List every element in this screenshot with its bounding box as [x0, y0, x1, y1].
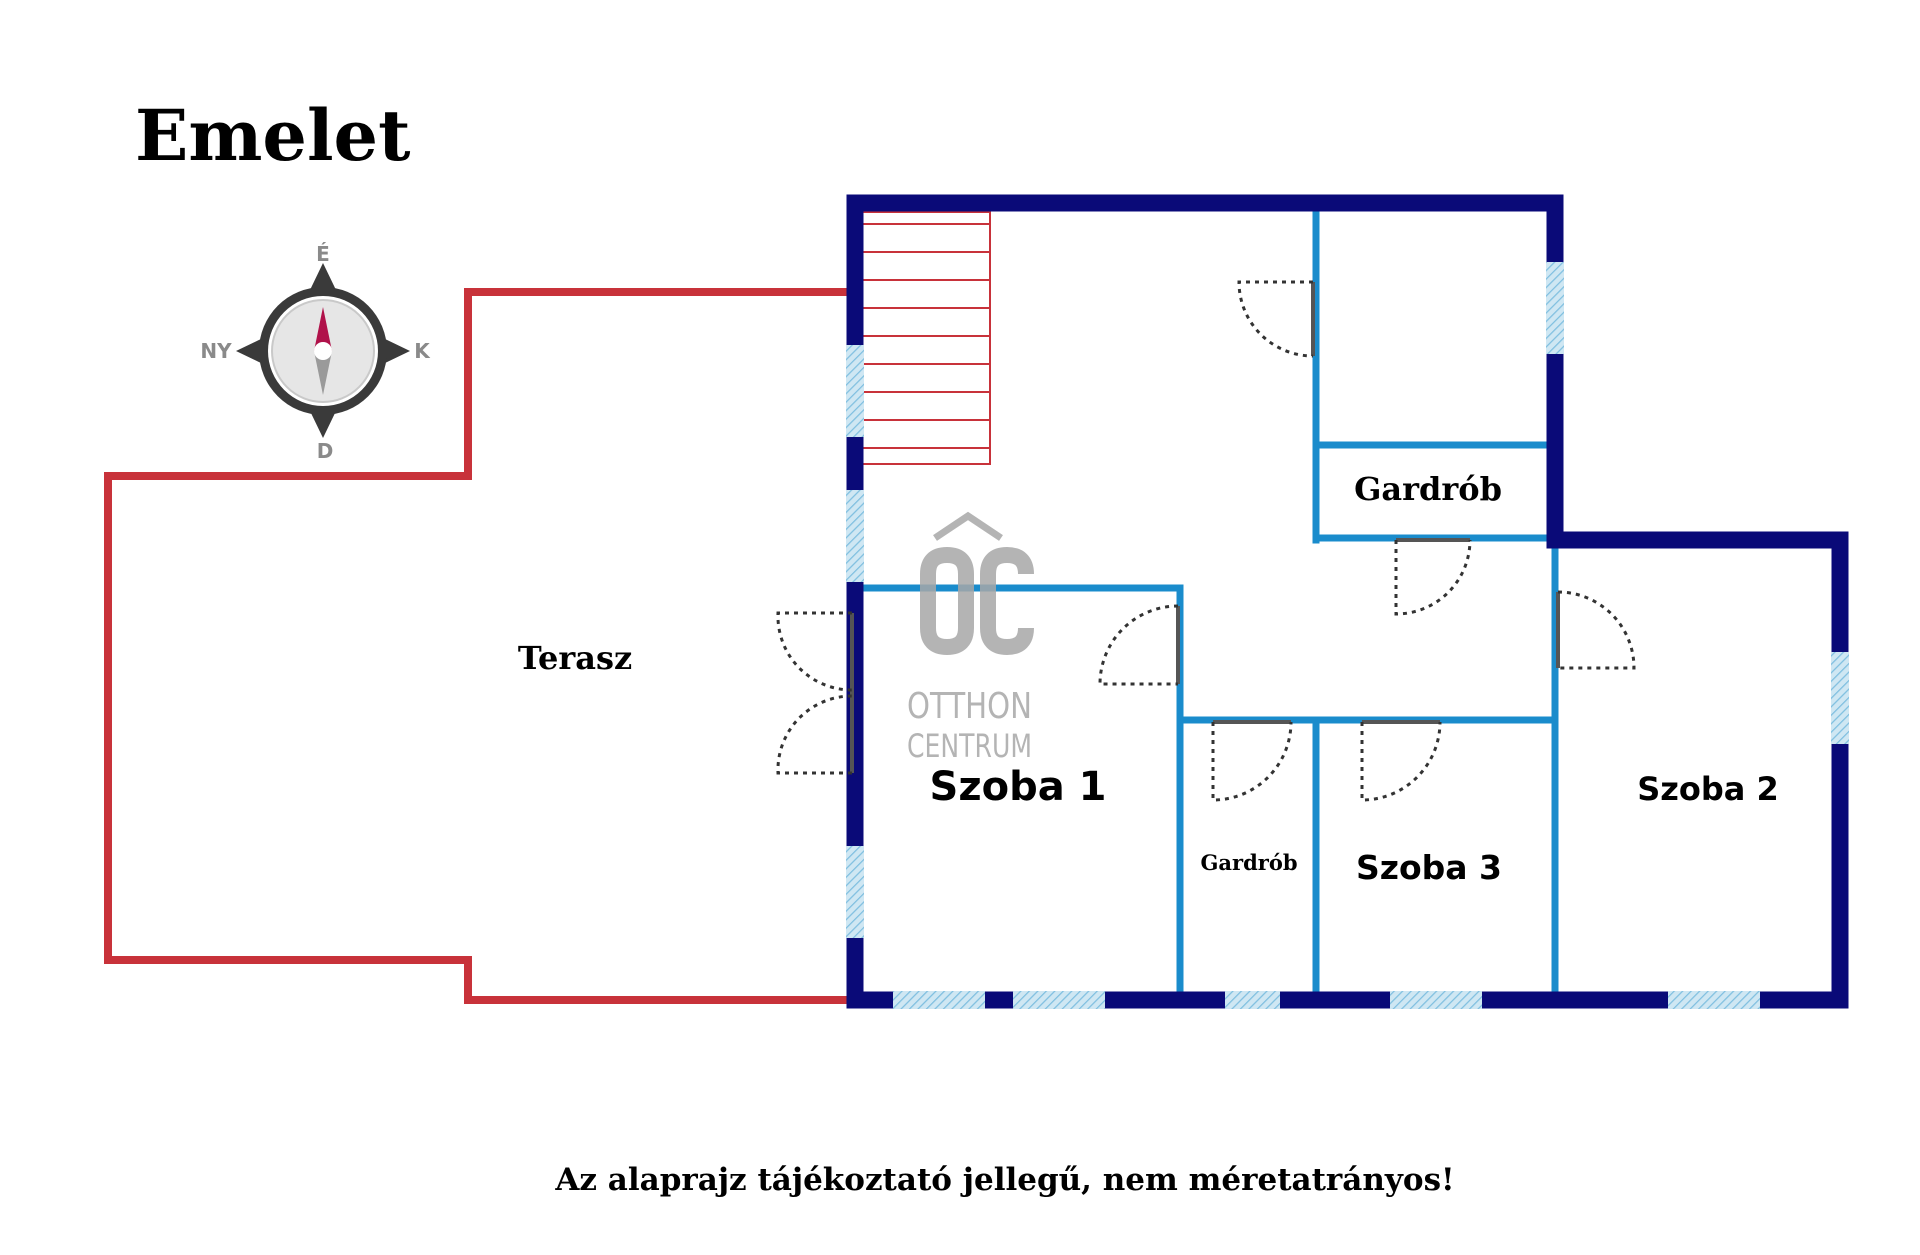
- disclaimer-text: Az alaprajz tájékoztató jellegű, nem mér…: [554, 1162, 1454, 1198]
- compass-label-east: K: [414, 339, 431, 363]
- compass-arrow-north: [310, 263, 336, 290]
- window: [1668, 991, 1760, 1009]
- door: [1098, 604, 1180, 686]
- room-label-room3: Szoba 3: [1356, 848, 1502, 887]
- logo-letters-icon: [920, 546, 1034, 656]
- window: [1390, 991, 1482, 1009]
- terrace-double-door: [776, 611, 854, 775]
- window: [1546, 262, 1564, 354]
- window: [1225, 991, 1280, 1009]
- terrace-outline: [104, 288, 855, 1004]
- compass-label-north: É: [316, 242, 330, 266]
- logo-line2: CENTRUM: [907, 727, 1032, 765]
- door: [1211, 720, 1293, 802]
- compass-arrow-west: [236, 338, 263, 364]
- door: [1237, 280, 1315, 358]
- window: [846, 846, 864, 938]
- window: [846, 345, 864, 437]
- compass-icon: É D K NY: [200, 242, 431, 463]
- logo-roof-icon: [933, 511, 1003, 541]
- doors: [776, 280, 1636, 802]
- window: [846, 490, 864, 582]
- compass-needle-north: [314, 307, 332, 351]
- room-label-terrace: Terasz: [518, 639, 632, 677]
- room-label-room1: Szoba 1: [930, 764, 1107, 810]
- window: [1013, 991, 1105, 1009]
- compass-label-south: D: [317, 439, 334, 463]
- outer-walls: [846, 194, 1849, 1009]
- door: [1556, 590, 1636, 670]
- logo-line1: OTTHON: [907, 686, 1032, 727]
- window: [893, 991, 985, 1009]
- window: [1831, 652, 1849, 744]
- compass-label-west: NY: [200, 339, 232, 363]
- door: [1394, 538, 1472, 616]
- windows: [846, 262, 1849, 1009]
- door: [1360, 720, 1442, 802]
- room-label-closet-lower: Gardrób: [1200, 850, 1297, 875]
- room-label-closet-upper: Gardrób: [1354, 470, 1502, 508]
- page-title: Emelet: [135, 94, 410, 177]
- room-label-room2: Szoba 2: [1637, 770, 1779, 808]
- compass-arrow-east: [383, 338, 410, 364]
- otthon-centrum-logo: ÔC OTTHON CENTRUM: [907, 511, 1034, 765]
- compass-needle-south: [314, 351, 332, 395]
- compass-arrow-south: [310, 411, 336, 438]
- staircase: [861, 211, 991, 465]
